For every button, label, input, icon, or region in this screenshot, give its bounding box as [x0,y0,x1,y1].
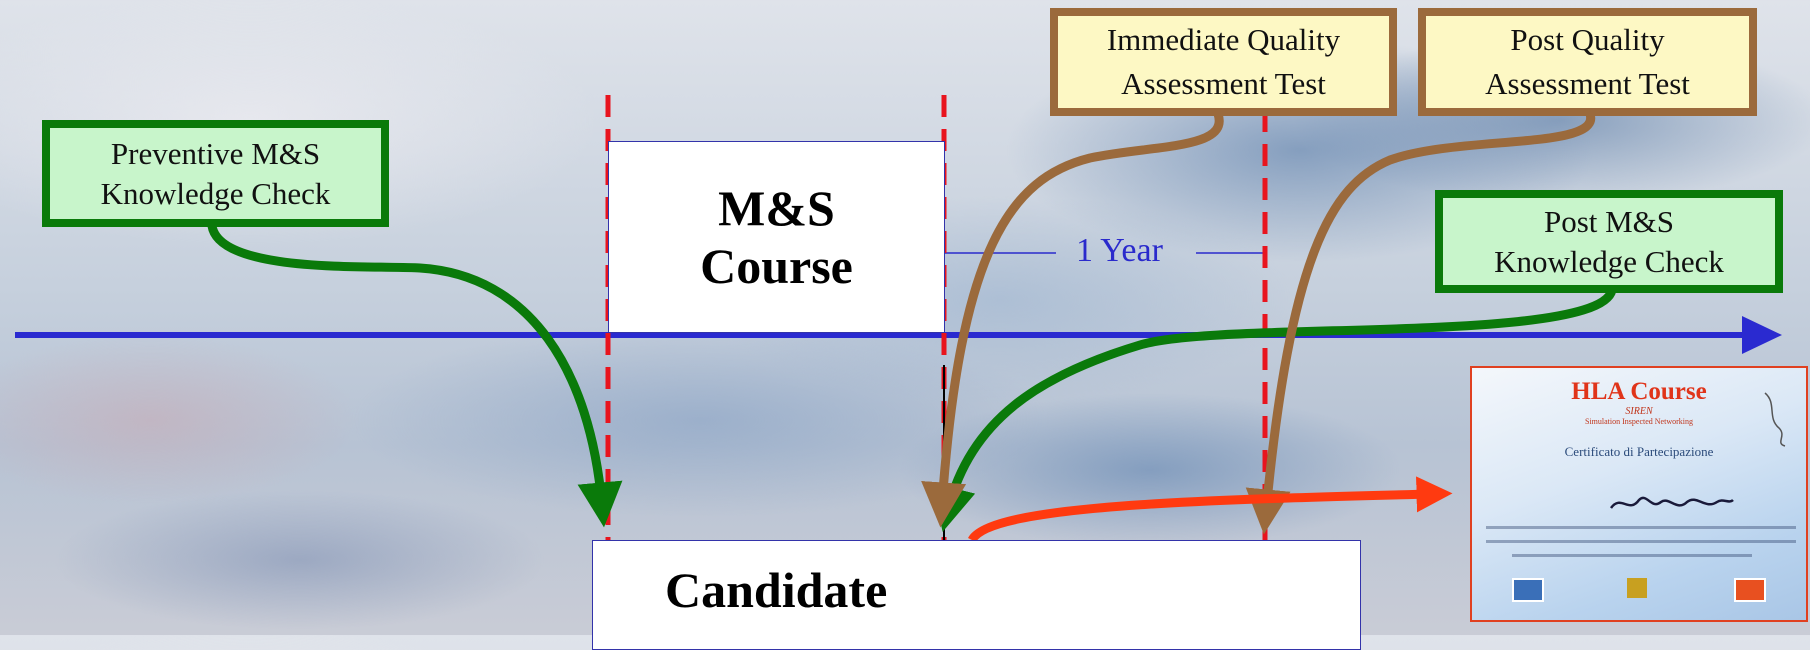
certificate-logo-left-icon [1512,578,1544,602]
immediate-quality-test-box: Immediate Quality Assessment Test [1050,8,1397,116]
green-arrow-post [931,288,1617,532]
course-line2: Course [700,238,853,294]
preventive-check-line1: Preventive M&S [110,135,321,171]
signature-icon [1609,496,1734,509]
certificate-heading: Certificato di Partecipazione [1564,444,1714,459]
certificate-subtitle: SIREN [1625,406,1653,417]
timeline-arrowhead [1742,316,1782,354]
certificate-text-line [1486,526,1796,529]
post-quality-test-box: Post Quality Assessment Test [1418,8,1757,116]
course-line1: M&S [718,180,835,236]
hla-certificate-image: HLA Course SIREN Simulation Inspected Ne… [1470,366,1808,622]
ms-course-box: M&S Course [608,141,945,333]
post-test-line1: Post Quality [1510,22,1665,57]
post-test-line2: Assessment Test [1485,66,1690,101]
candidate-box: Candidate [592,540,1361,650]
brown-arrow-post [1245,112,1595,535]
certificate-text-line [1486,540,1796,543]
green-arrow-preventive [207,224,623,528]
certificate-logo-center-icon [1627,578,1647,598]
post-knowledge-check-box: Post M&S Knowledge Check [1435,190,1783,293]
preventive-check-line2: Knowledge Check [100,175,331,211]
certificate-logo-right-icon [1734,578,1766,602]
immediate-test-line1: Immediate Quality [1106,22,1341,57]
red-arrow-certificate [968,476,1453,543]
post-check-line1: Post M&S [1543,203,1675,239]
certificate-caption: Simulation Inspected Networking [1585,417,1693,426]
post-check-line2: Knowledge Check [1494,243,1724,279]
preventive-knowledge-check-box: Preventive M&S Knowledge Check [42,120,389,227]
candidate-label: Candidate [665,562,888,618]
immediate-test-line2: Assessment Test [1121,66,1326,101]
brown-arrow-immediate [921,112,1224,528]
one-year-label: 1 Year [1076,232,1163,269]
certificate-text-line [1512,554,1752,557]
certificate-emblem-icon [1764,392,1786,447]
certificate-title: HLA Course [1571,378,1707,405]
